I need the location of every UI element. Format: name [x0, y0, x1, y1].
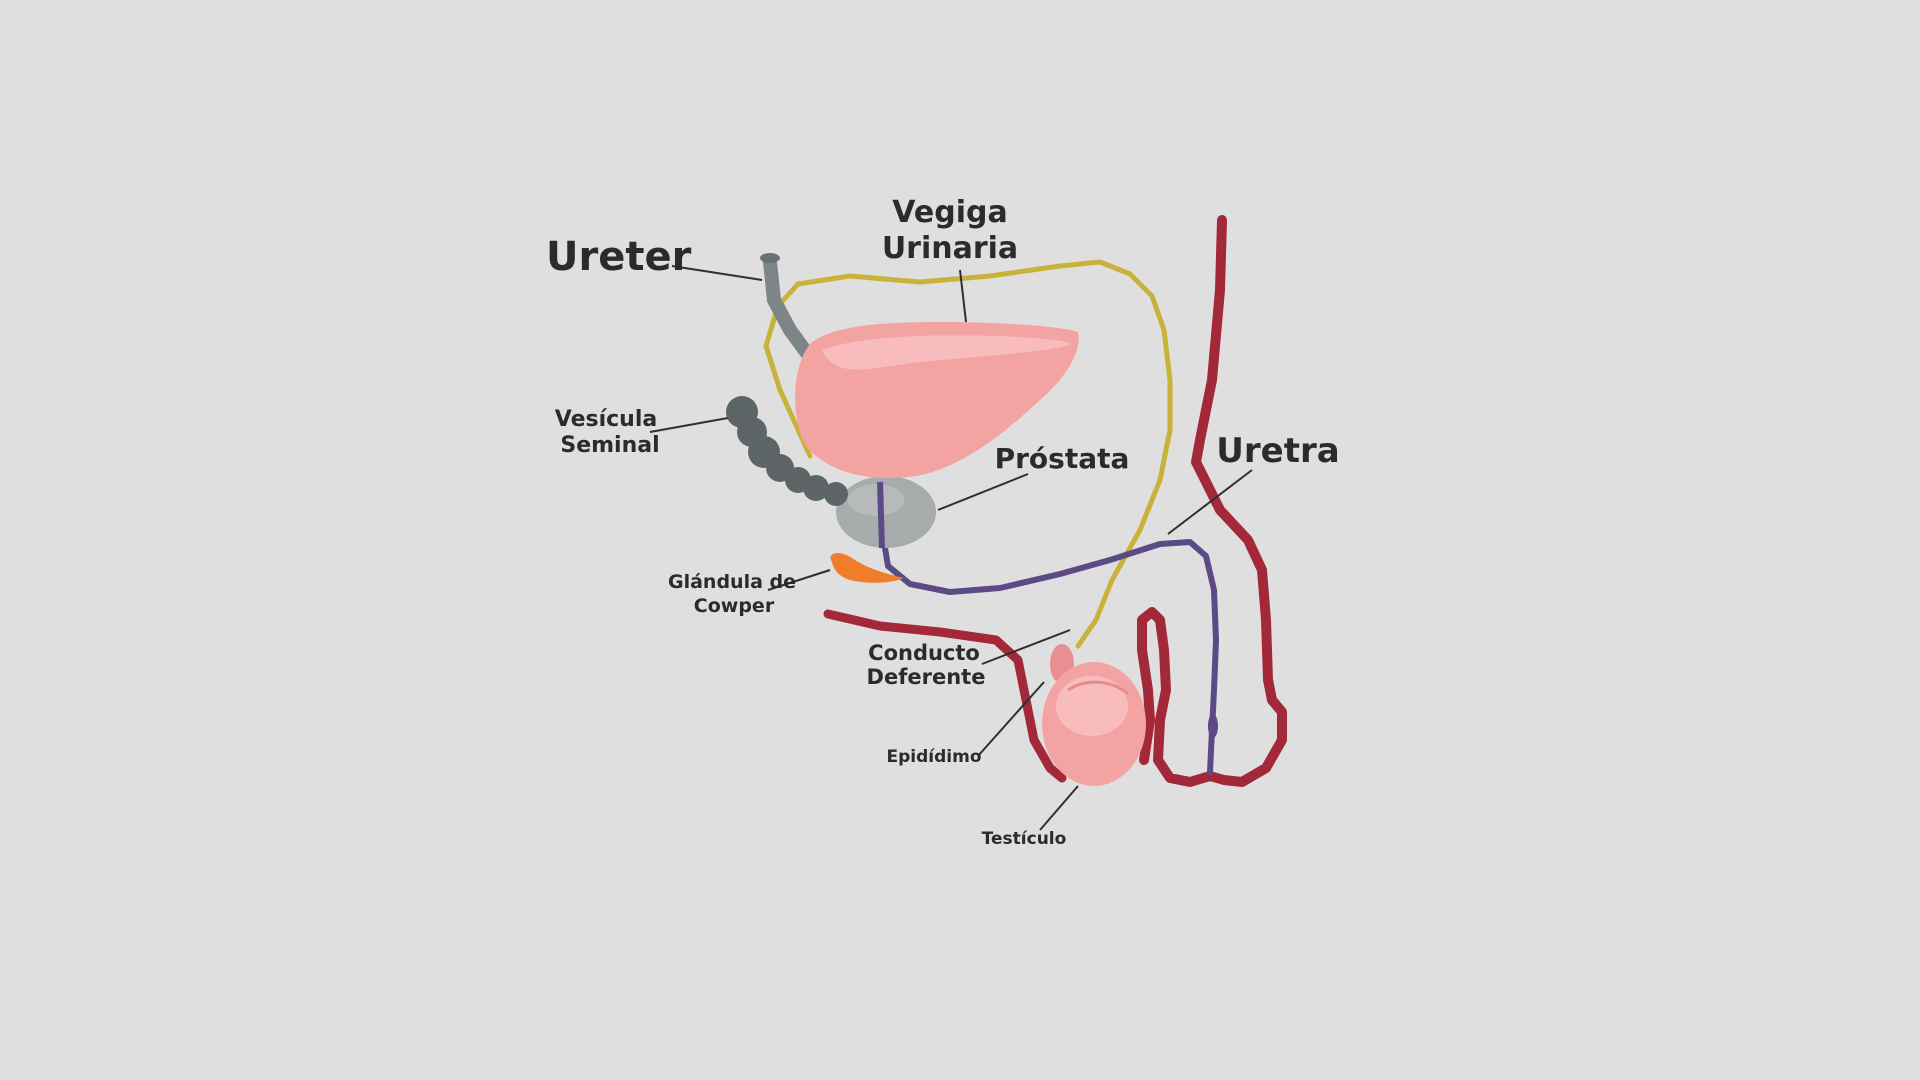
- urethra-bulb: [1208, 714, 1218, 738]
- cowper-gland: [830, 553, 904, 583]
- vessel-left: [823, 609, 1067, 783]
- urinary-bladder-highlight: [822, 335, 1072, 370]
- leader-vejiga: [959, 269, 967, 323]
- leader-testiculo: [1039, 785, 1079, 831]
- label-vejiga-line1: Vegiga: [892, 195, 1007, 230]
- label-conducto-line1: Conducto: [868, 641, 980, 665]
- label-cowper-line1: Glándula de: [668, 571, 796, 593]
- label-testiculo: Testículo: [982, 829, 1067, 849]
- label-uretra: Uretra: [1216, 431, 1339, 471]
- prostate-shade: [848, 484, 904, 516]
- ureter-opening: [760, 253, 780, 263]
- leader-conducto: [981, 629, 1071, 665]
- prostate-urethra: [877, 481, 885, 549]
- label-conducto-line2: Deferente: [867, 665, 986, 689]
- label-vesicula-line1: Vesícula: [555, 407, 657, 432]
- label-ureter: Ureter: [546, 234, 692, 280]
- seminal-vesicle: [726, 396, 848, 506]
- label-epididimo: Epidídimo: [887, 747, 982, 767]
- label-vesicula-line2: Seminal: [560, 433, 659, 458]
- label-prostata: Próstata: [995, 442, 1130, 475]
- leader-cowper: [767, 569, 831, 591]
- label-cowper-line2: Cowper: [694, 595, 775, 617]
- leader-prostata: [937, 473, 1029, 511]
- leader-uretra: [1167, 469, 1253, 535]
- testis-detail: [1067, 680, 1129, 696]
- leader-vesicula: [649, 417, 729, 433]
- vessel-right: [1137, 215, 1287, 787]
- testis-highlight: [1056, 676, 1128, 736]
- leader-epididimo: [977, 681, 1045, 757]
- urethra-tube: [877, 477, 1219, 775]
- leader-ureter: [671, 265, 763, 281]
- ureter-tube: [763, 255, 819, 367]
- label-vejiga-line2: Urinaria: [882, 231, 1018, 266]
